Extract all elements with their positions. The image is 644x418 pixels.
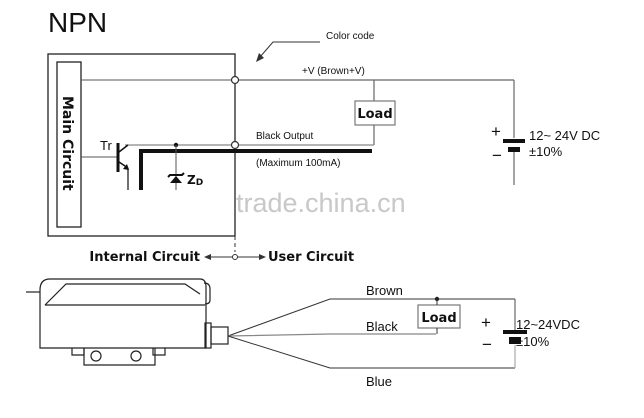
load-label-top: Load bbox=[357, 107, 392, 122]
user-circuit-label: User Circuit bbox=[268, 250, 354, 265]
blue-wire-label: Blue bbox=[366, 374, 392, 389]
vplus-label: +V (Brown+V) bbox=[302, 66, 365, 77]
load-box-bottom bbox=[417, 304, 461, 329]
max-current-label: (Maximum 100mA) bbox=[256, 158, 340, 169]
watermark: trade.china.cn bbox=[236, 188, 406, 218]
black-wire bbox=[227, 333, 436, 337]
zener-diode-symbol bbox=[167, 142, 185, 190]
sensor-amplifier-drawing bbox=[26, 278, 229, 366]
internal-circuit-label: Internal Circuit bbox=[89, 250, 200, 265]
battery-symbol-bottom bbox=[503, 330, 527, 344]
battery-symbol-top bbox=[503, 139, 525, 152]
main-circuit-label: Main Circuit bbox=[59, 96, 75, 191]
black-wire-label: Black bbox=[366, 319, 398, 334]
diagram-title: NPN bbox=[48, 7, 107, 38]
zener-label: ZD bbox=[187, 173, 203, 188]
vplus-terminal bbox=[230, 75, 240, 85]
main-circuit-block: Main Circuit bbox=[56, 61, 82, 228]
output-terminal bbox=[230, 140, 240, 150]
supply-minus-bottom: − bbox=[482, 335, 492, 354]
color-code-label: Color code bbox=[326, 31, 375, 42]
black-output-label: Black Output bbox=[256, 131, 313, 142]
supply-voltage-top: 12~ 24V DC bbox=[529, 128, 600, 143]
blue-wire bbox=[227, 335, 515, 369]
supply-tolerance-bottom: ±10% bbox=[516, 334, 550, 349]
supply-plus-top: + bbox=[491, 122, 501, 141]
supply-minus-top: − bbox=[492, 146, 502, 165]
supply-voltage-bottom: 12~24VDC bbox=[516, 317, 580, 332]
load-box-top bbox=[354, 100, 396, 126]
load-label-bottom: Load bbox=[421, 311, 456, 326]
brown-wire bbox=[227, 298, 515, 337]
boundary-arrows bbox=[204, 254, 266, 260]
ground-rail bbox=[139, 149, 372, 190]
supply-plus-bottom: + bbox=[481, 313, 491, 332]
supply-tolerance-top: ±10% bbox=[529, 144, 563, 159]
brown-wire-label: Brown bbox=[366, 283, 403, 298]
transistor-symbol bbox=[81, 143, 129, 190]
color-code-pointer bbox=[256, 41, 320, 62]
transistor-label: Tr bbox=[100, 138, 112, 153]
